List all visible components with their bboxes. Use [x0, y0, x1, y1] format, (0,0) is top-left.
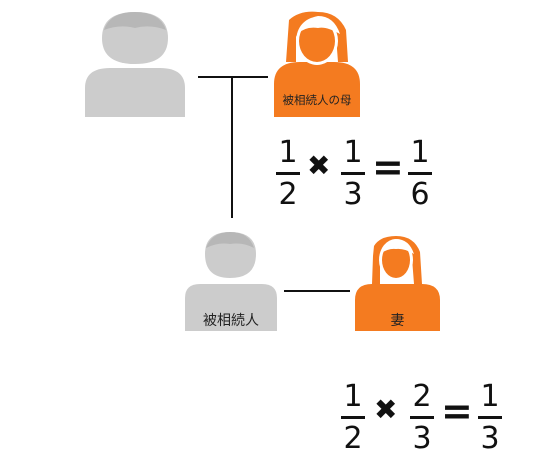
fraction-bar — [478, 416, 502, 419]
denominator: 3 — [343, 177, 363, 212]
fraction-bar — [408, 172, 432, 175]
denominator: 2 — [278, 177, 298, 212]
female-person-icon — [274, 11, 360, 117]
wife-label: 妻 — [390, 313, 405, 329]
numerator: 1 — [278, 135, 298, 170]
female-person-icon — [355, 236, 440, 331]
fraction-b: 1 3 — [341, 138, 365, 210]
fraction-result: 1 3 — [478, 382, 502, 454]
connector-lines — [198, 76, 350, 292]
numerator: 1 — [343, 379, 363, 414]
denominator: 2 — [343, 421, 363, 456]
equals-sign: = — [372, 145, 404, 189]
fraction-bar — [276, 172, 300, 175]
numerator: 1 — [343, 135, 363, 170]
denominator: 6 — [410, 177, 430, 212]
numerator: 1 — [410, 135, 430, 170]
fraction-a: 1 2 — [341, 382, 365, 454]
fraction-a: 1 2 — [276, 138, 300, 210]
multiply-sign: ✖ — [307, 149, 331, 182]
denominator: 3 — [480, 421, 500, 456]
fraction-bar — [341, 416, 365, 419]
numerator: 1 — [480, 379, 500, 414]
denominator: 3 — [412, 421, 432, 456]
fraction-bar — [341, 172, 365, 175]
numerator: 2 — [412, 379, 432, 414]
mother-label: 被相続人の母 — [282, 93, 352, 107]
multiply-sign: ✖ — [374, 393, 398, 426]
deceased-label: 被相続人 — [203, 313, 259, 329]
equals-sign: = — [441, 389, 473, 433]
male-person-icon — [185, 232, 277, 331]
male-person-icon — [85, 12, 185, 117]
fraction-result: 1 6 — [408, 138, 432, 210]
fraction-bar — [410, 416, 434, 419]
fraction-b: 2 3 — [410, 382, 434, 454]
